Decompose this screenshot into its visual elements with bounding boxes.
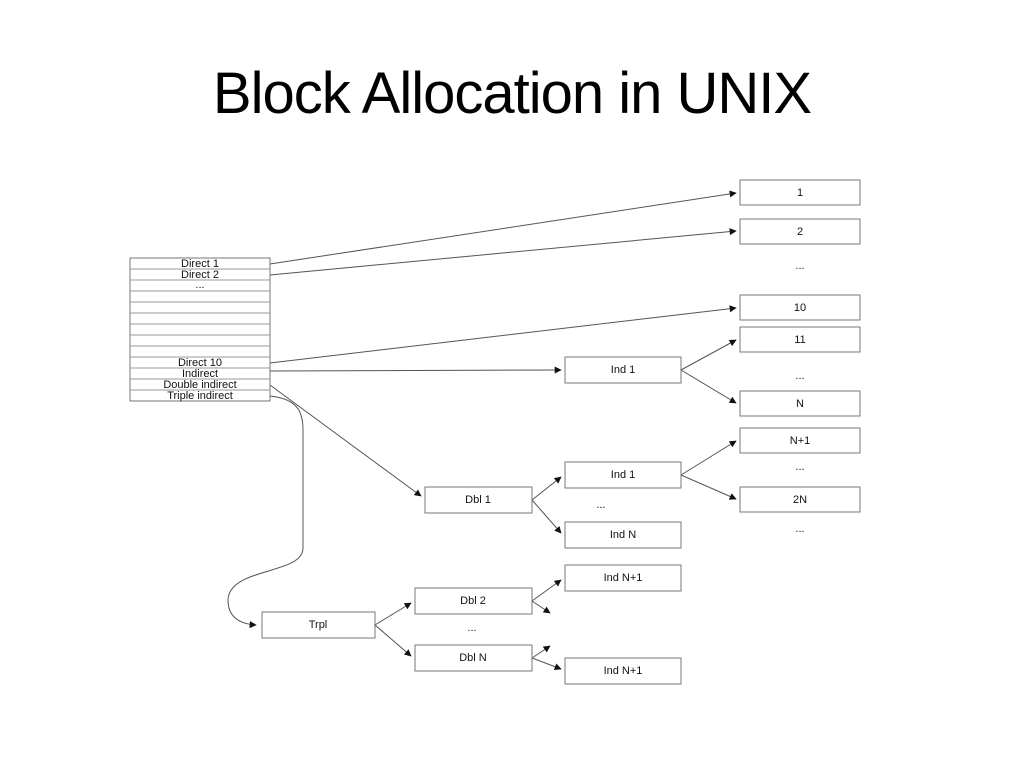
ellipsis: ... xyxy=(795,260,804,272)
svg-text:2N: 2N xyxy=(793,494,807,506)
inode-row-ellipsis: ... xyxy=(195,279,204,291)
ellipsis: ... xyxy=(795,370,804,382)
arrow-doubleindirect-to-dbl1 xyxy=(269,384,422,497)
inode-row-double-indirect: Double indirect xyxy=(163,379,236,391)
arrow-direct10-to-block10 xyxy=(269,305,737,364)
svg-text:11: 11 xyxy=(794,334,805,346)
arrow-dblN-to-more xyxy=(531,645,551,659)
svg-text:Dbl 1: Dbl 1 xyxy=(465,494,491,506)
inode-table: Direct 1 Direct 2 ... Direct 10 Indirect… xyxy=(129,257,271,402)
ind-n-plus-1-block-lower: Ind N+1 xyxy=(564,657,682,685)
arrow-indirect-to-ind1 xyxy=(269,366,562,374)
ind-1-block-second: Ind 1 xyxy=(564,461,682,489)
inode-row-indirect: Indirect xyxy=(182,368,218,380)
ind-n-plus-1-block-upper: Ind N+1 xyxy=(564,564,682,592)
ellipsis: ... xyxy=(467,622,476,634)
svg-text:N+1: N+1 xyxy=(790,435,811,447)
svg-text:Ind N+1: Ind N+1 xyxy=(604,665,643,677)
data-block-column: 1 2 ... 10 11 ... N N+1 xyxy=(739,179,861,535)
dbl-1-block: Dbl 1 xyxy=(424,486,533,514)
arrow-ind1b-to-blockN1 xyxy=(680,440,737,476)
block-n: N xyxy=(739,390,861,417)
svg-text:Ind 1: Ind 1 xyxy=(611,364,635,376)
block-10: 10 xyxy=(739,294,861,321)
block-n-plus-1: N+1 xyxy=(739,427,861,454)
dbl-n-block: Dbl N xyxy=(414,644,533,672)
svg-text:Ind N+1: Ind N+1 xyxy=(604,572,643,584)
arrow-tripleindirect-to-trpl xyxy=(227,395,304,629)
block-2n: 2N xyxy=(739,486,861,513)
connectors xyxy=(227,190,737,671)
svg-text:2: 2 xyxy=(797,226,803,238)
block-2: 2 xyxy=(739,218,861,245)
arrow-dbl2-to-more xyxy=(531,600,551,614)
arrow-ind1-to-blockN xyxy=(680,369,737,404)
arrow-dbl2-to-indN1-upper xyxy=(531,579,562,602)
inode-row-direct-2: Direct 2 xyxy=(181,269,219,281)
ellipsis: ... xyxy=(596,499,605,511)
inode-row-direct-1: Direct 1 xyxy=(181,258,219,270)
svg-text:Trpl: Trpl xyxy=(309,619,328,631)
block-1: 1 xyxy=(739,179,861,206)
svg-text:Ind 1: Ind 1 xyxy=(611,469,635,481)
svg-text:Ind N: Ind N xyxy=(610,529,636,541)
dbl-2-block: Dbl 2 xyxy=(414,587,533,615)
arrow-dbl1-to-ind1b xyxy=(531,476,562,501)
svg-text:Dbl 2: Dbl 2 xyxy=(460,595,486,607)
inode-table-outline xyxy=(129,257,271,402)
trpl-block: Trpl xyxy=(261,611,376,639)
inode-row-separators xyxy=(130,268,270,391)
arrow-ind1b-to-block2N xyxy=(680,474,737,500)
svg-text:Dbl N: Dbl N xyxy=(459,652,487,664)
arrow-dblN-to-indN1-lower xyxy=(531,657,562,671)
svg-text:10: 10 xyxy=(794,302,806,314)
arrow-direct2-to-block2 xyxy=(269,228,737,276)
arrow-trpl-to-dbl2 xyxy=(374,602,412,626)
arrow-dbl1-to-indN xyxy=(531,499,562,534)
ellipsis: ... xyxy=(795,523,804,535)
arrow-direct1-to-block1 xyxy=(269,190,737,265)
arrow-trpl-to-dblN xyxy=(374,624,412,657)
double-indirect-column: Dbl 1 Dbl 2 ... Dbl N xyxy=(414,486,533,672)
arrow-ind1-to-block11 xyxy=(680,339,737,371)
indirect-block-column: Ind 1 Ind 1 ... Ind N Ind N+1 Ind N+1 xyxy=(564,356,682,685)
ind-1-block-first: Ind 1 xyxy=(564,356,682,384)
ind-n-block: Ind N xyxy=(564,521,682,549)
block-11: 11 xyxy=(739,326,861,353)
svg-text:1: 1 xyxy=(797,187,803,199)
inode-row-direct-10: Direct 10 xyxy=(178,357,222,369)
slide-title: Block Allocation in UNIX xyxy=(212,61,812,126)
svg-text:N: N xyxy=(796,398,804,410)
ellipsis: ... xyxy=(795,461,804,473)
inode-row-triple-indirect: Triple indirect xyxy=(167,390,233,402)
